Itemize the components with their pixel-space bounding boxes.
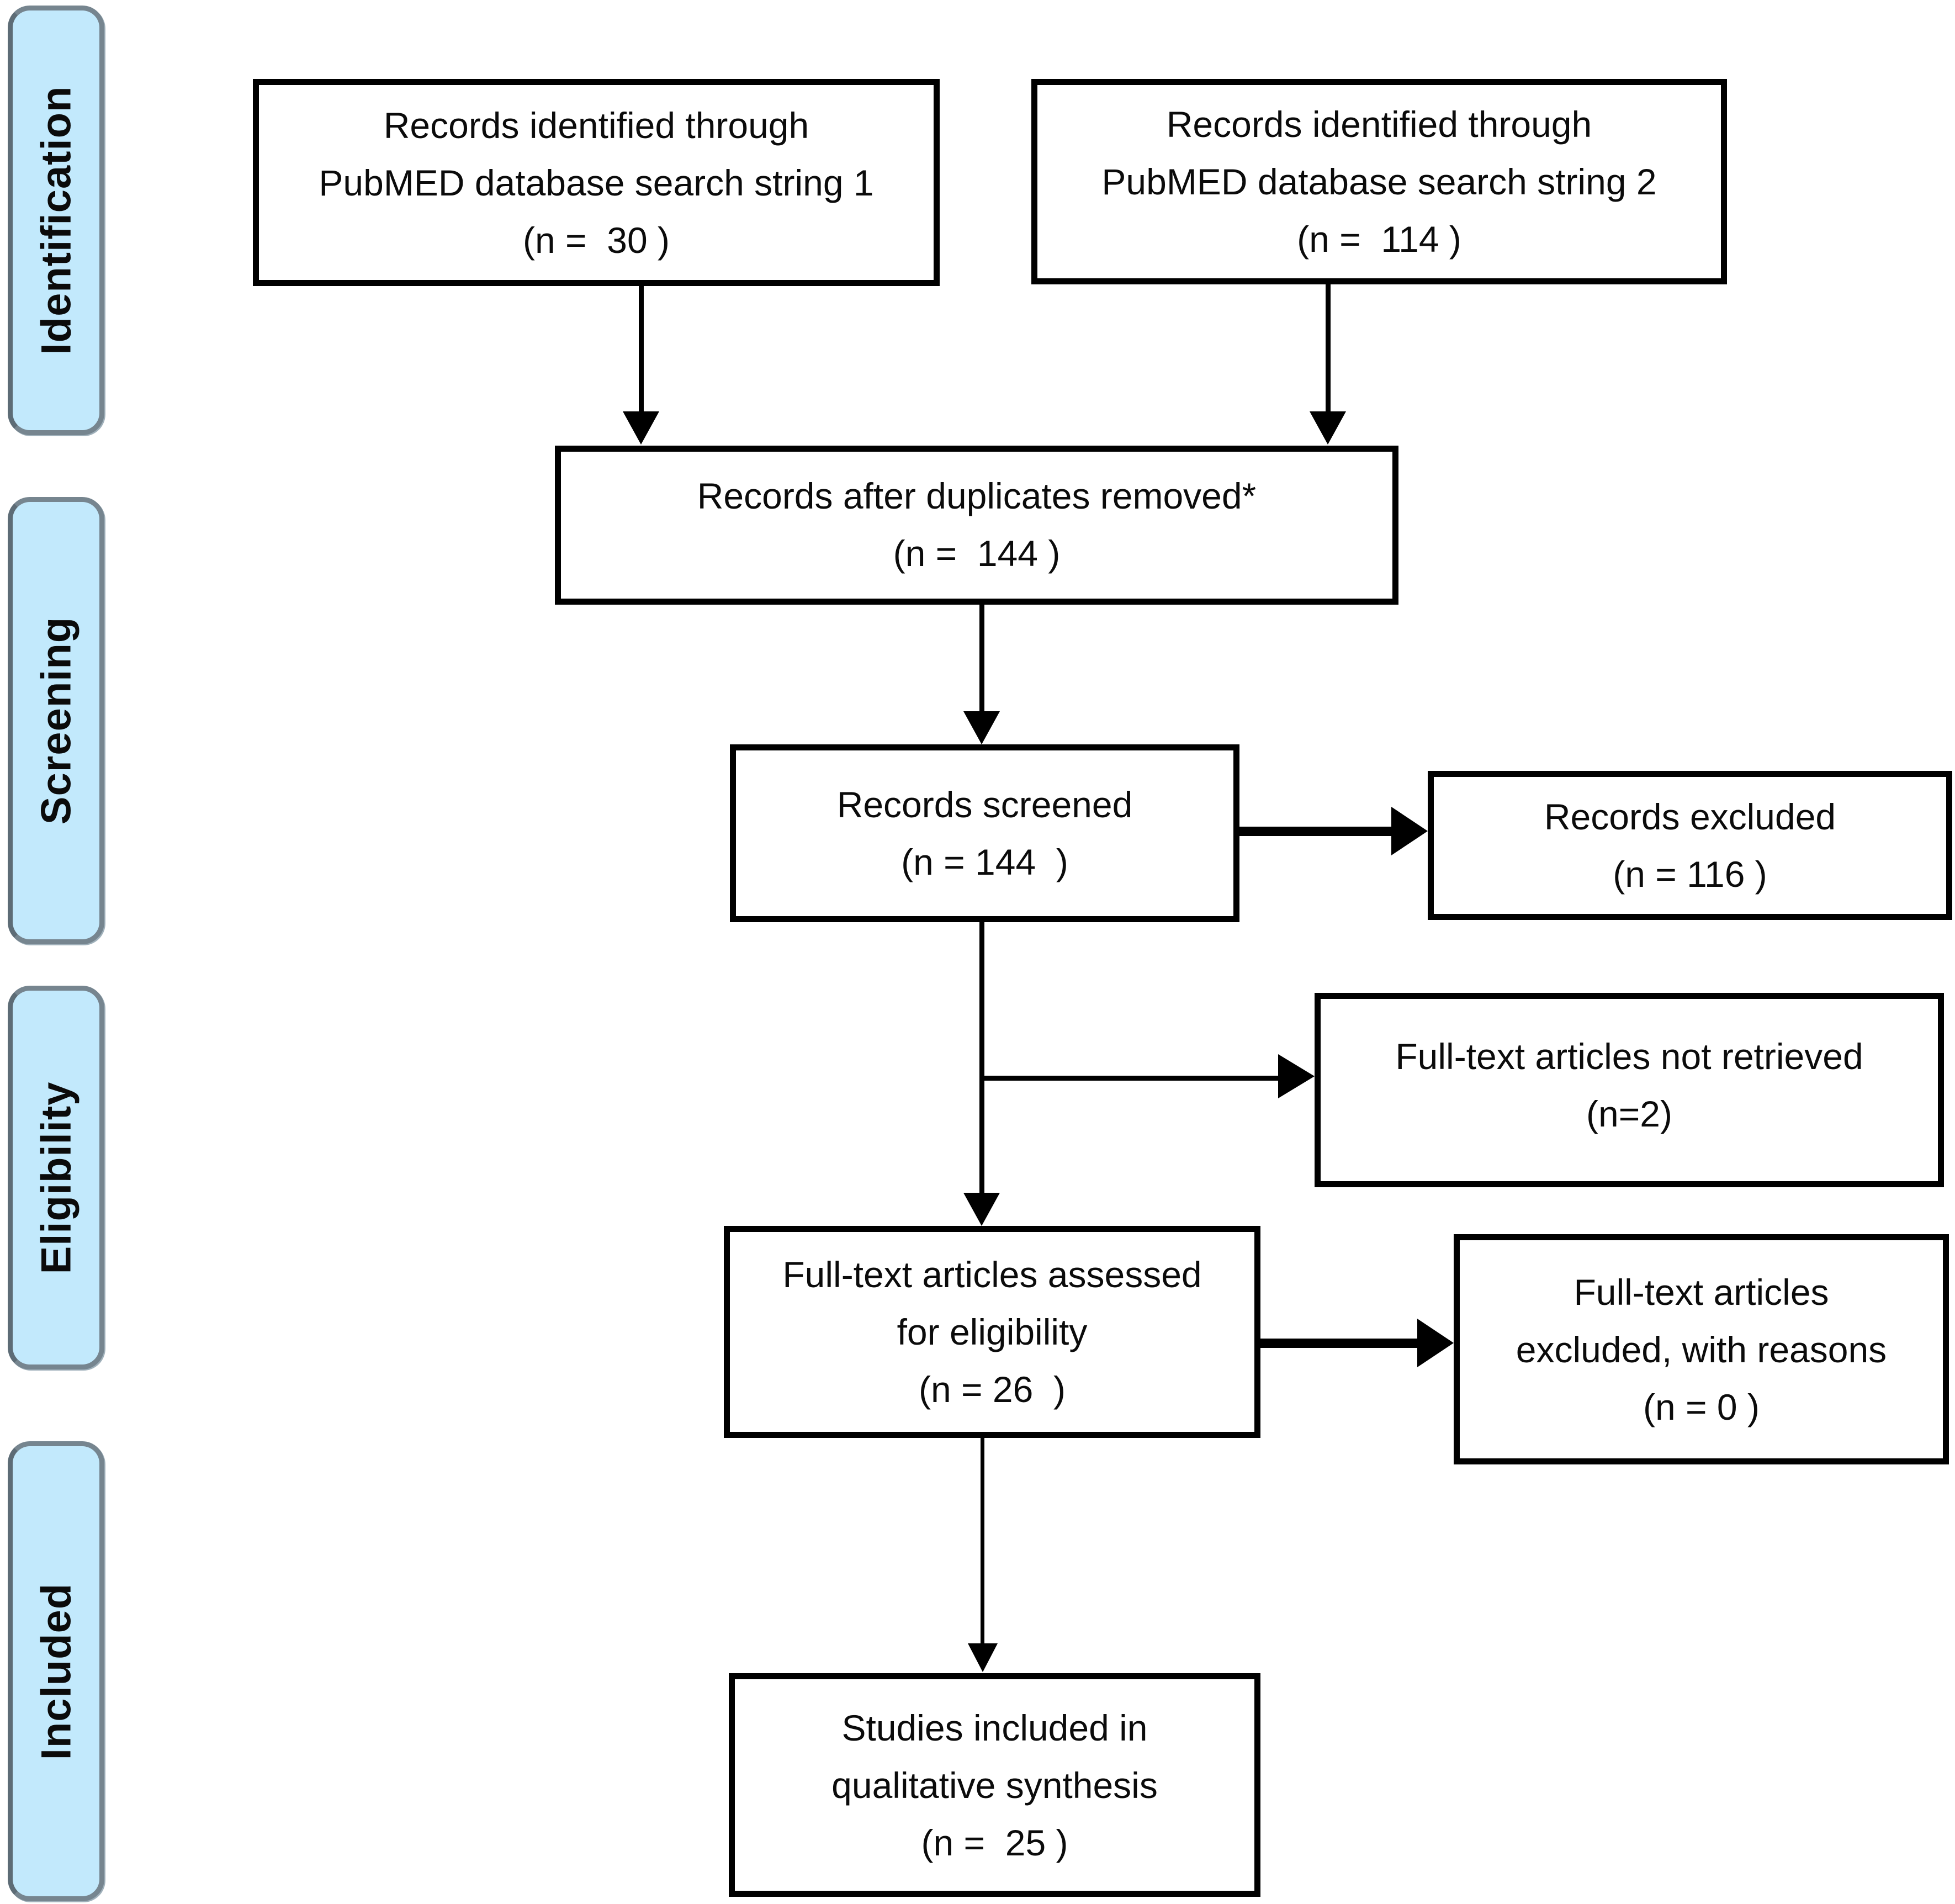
box-text-line: excluded, with reasons	[1516, 1329, 1887, 1370]
arrowhead-right-icon	[1278, 1054, 1315, 1098]
arrowhead-down-icon	[623, 411, 659, 445]
connector-duplicates-to-screened-line	[979, 604, 984, 712]
box-records-screened: Records screened (n = 144 )	[730, 744, 1239, 922]
connector-screened-to-excluded-line	[1239, 827, 1392, 836]
box-studies-included: Studies included in qualitative synthesi…	[729, 1673, 1260, 1897]
box-text-line: PubMED database search string 1	[319, 162, 874, 203]
box-count-line: (n = 144 )	[893, 533, 1061, 574]
connector-screened-to-assessed-line	[979, 921, 984, 1194]
box-text-line: Records excluded	[1544, 796, 1836, 837]
box-text-line: qualitative synthesis	[831, 1764, 1158, 1806]
box-text-line: Records screened	[836, 784, 1133, 825]
box-text-line: Records after duplicates removed*	[697, 475, 1257, 516]
box-text-line: Full-text articles	[1573, 1271, 1829, 1313]
box-count-line: (n = 144 )	[901, 842, 1068, 882]
arrowhead-down-icon	[963, 711, 1000, 744]
stage-eligibility: Eligibility	[8, 986, 104, 1369]
box-records-identified-string1: Records identified through PubMED databa…	[253, 79, 940, 286]
box-text-line: Studies included in	[841, 1707, 1148, 1748]
box-count-line: (n = 114 )	[1297, 219, 1461, 260]
box-records-excluded: Records excluded (n = 116 )	[1428, 771, 1952, 920]
arrowhead-right-icon	[1417, 1319, 1454, 1367]
arrowhead-right-icon	[1391, 807, 1428, 855]
box-text-line: Records identified through	[1166, 104, 1592, 145]
stage-screening-label: Screening	[33, 616, 80, 825]
box-fulltext-not-retrieved: Full-text articles not retrieved (n=2)	[1315, 993, 1944, 1187]
box-records-identified-string2: Records identified through PubMED databa…	[1031, 79, 1727, 284]
box-fulltext-assessed: Full-text articles assessed for eligibil…	[724, 1226, 1260, 1438]
box-count-line: (n = 0 )	[1643, 1386, 1760, 1427]
connector-assessed-to-excluded-line	[1260, 1339, 1418, 1348]
connector-string2-to-duplicates-line	[1326, 283, 1331, 413]
arrowhead-down-icon	[963, 1193, 1000, 1226]
arrowhead-down-icon	[1310, 411, 1346, 445]
stage-screening: Screening	[8, 497, 104, 944]
box-count-line: (n = 25 )	[921, 1822, 1068, 1863]
box-fulltext-excluded: Full-text articles excluded, with reason…	[1454, 1234, 1949, 1464]
box-count-line: (n = 116 )	[1613, 854, 1767, 895]
stage-included-label: Included	[33, 1583, 80, 1760]
box-text-line: Records identified through	[383, 104, 809, 146]
box-count-line: (n = 26 )	[919, 1369, 1066, 1410]
stage-included: Included	[8, 1441, 104, 1901]
box-text-line: Full-text articles assessed	[782, 1254, 1202, 1295]
stage-identification: Identification	[8, 6, 104, 435]
box-text-line: Full-text articles not retrieved	[1395, 1036, 1863, 1077]
box-text-line: for eligibility	[897, 1311, 1088, 1352]
stage-identification-label: Identification	[33, 86, 80, 355]
connector-string1-to-duplicates-line	[639, 285, 644, 413]
box-count-line: (n=2)	[1586, 1093, 1672, 1134]
arrowhead-down-icon	[968, 1643, 998, 1672]
box-duplicates-removed: Records after duplicates removed* (n = 1…	[555, 446, 1398, 605]
connector-assessed-to-included-line	[981, 1437, 984, 1644]
box-count-line: (n = 30 )	[523, 219, 670, 261]
box-text-line: PubMED database search string 2	[1101, 161, 1657, 202]
stage-eligibility-label: Eligibility	[33, 1081, 80, 1274]
connector-branch-to-not-retrieved-line	[982, 1076, 1279, 1081]
